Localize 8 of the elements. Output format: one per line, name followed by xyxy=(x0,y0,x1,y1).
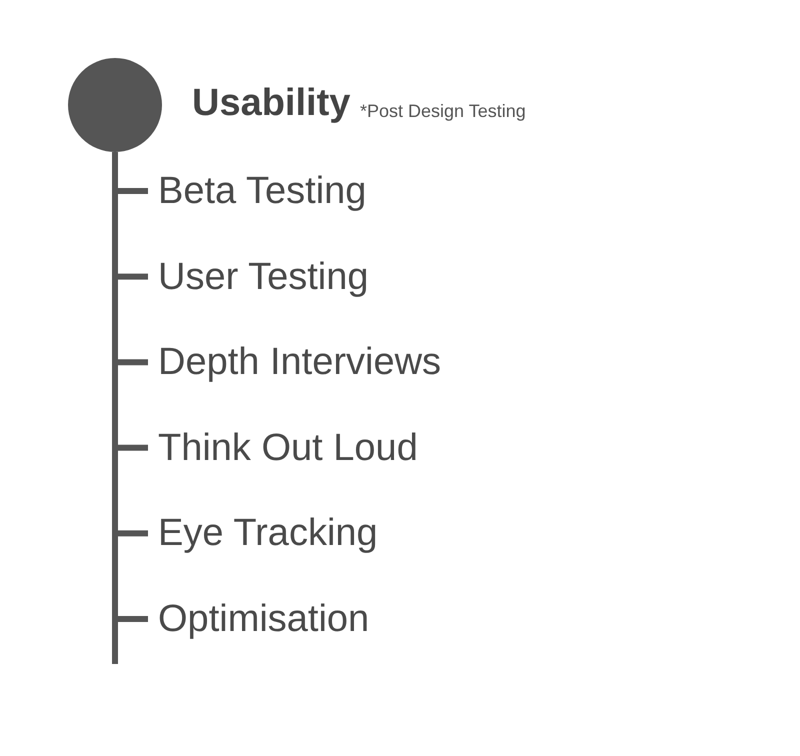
list-item-text: Depth Interviews xyxy=(158,340,442,384)
list-item-text: User Testing xyxy=(158,254,369,299)
list-item-text: Eye Tracking xyxy=(158,511,378,556)
subheading: *Post Design Testing xyxy=(360,101,526,122)
list-item-text: Think Out Loud xyxy=(158,426,418,470)
list-item-text: Optimisation xyxy=(158,597,370,641)
list-item-text: Beta Testing xyxy=(158,169,366,213)
heading: Usability xyxy=(192,82,350,125)
